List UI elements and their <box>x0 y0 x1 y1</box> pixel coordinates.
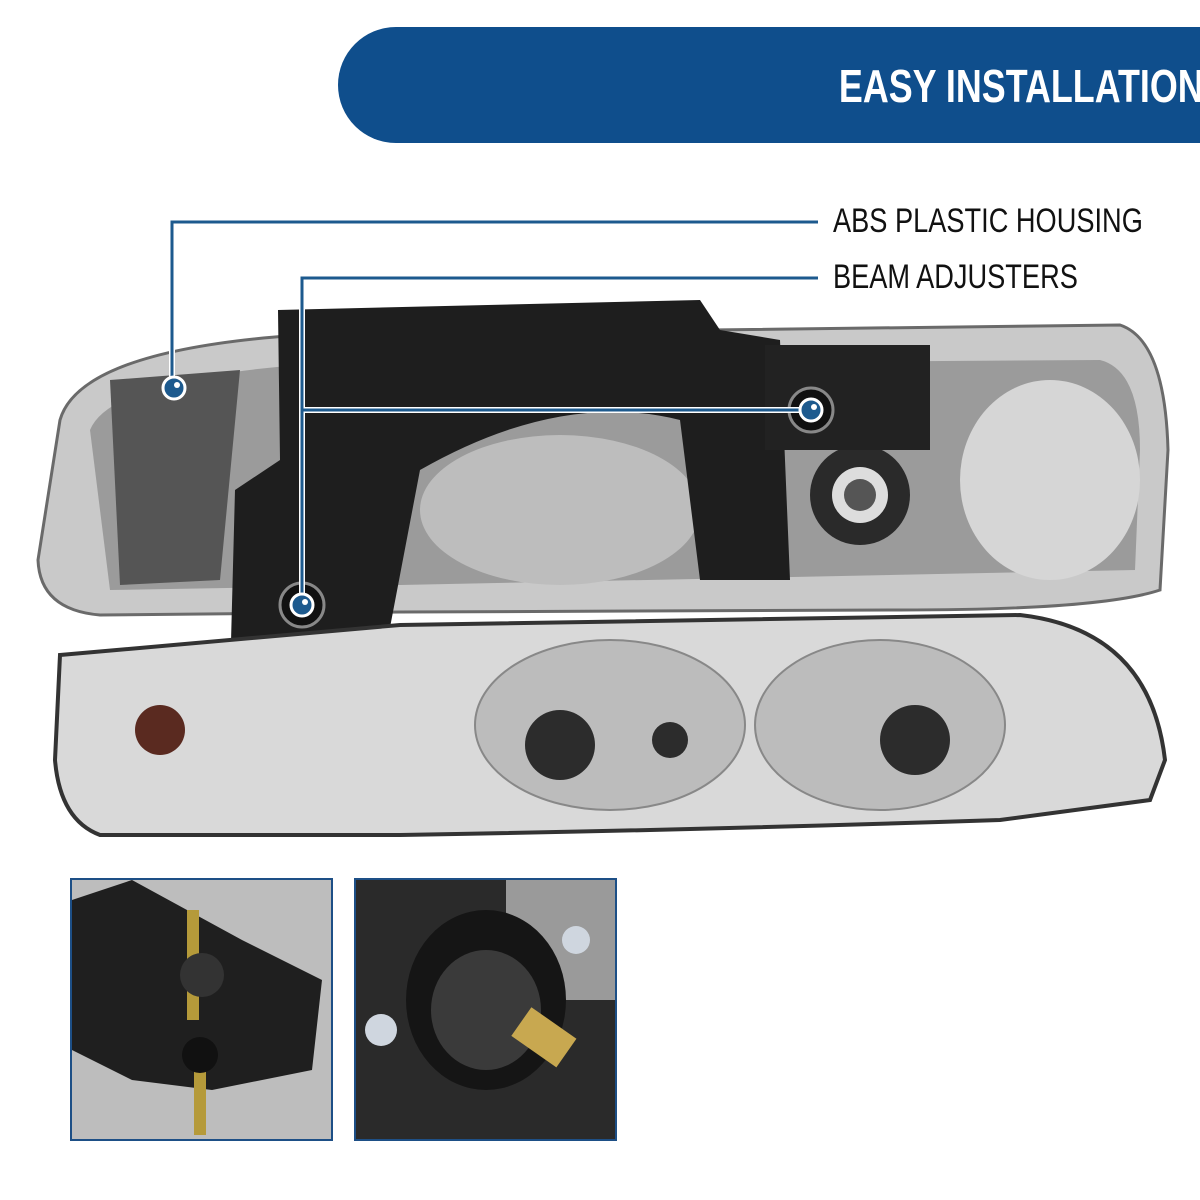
banner-title: EASY INSTALLATION <box>839 60 1200 112</box>
inset-photo-adjuster-1 <box>70 878 333 1141</box>
callout-dot <box>161 375 187 401</box>
bumper-lamp <box>52 612 1168 837</box>
callout-lines <box>169 219 818 605</box>
callout-dot <box>798 397 824 423</box>
header-banner: EASY INSTALLATION <box>338 27 1200 143</box>
callout-dot <box>289 592 315 618</box>
callout-abs-plastic-housing: ABS PLASTIC HOUSING <box>833 202 1143 240</box>
callout-beam-adjusters: BEAM ADJUSTERS <box>833 258 1078 296</box>
inset-photo-adjuster-2 <box>354 878 617 1141</box>
